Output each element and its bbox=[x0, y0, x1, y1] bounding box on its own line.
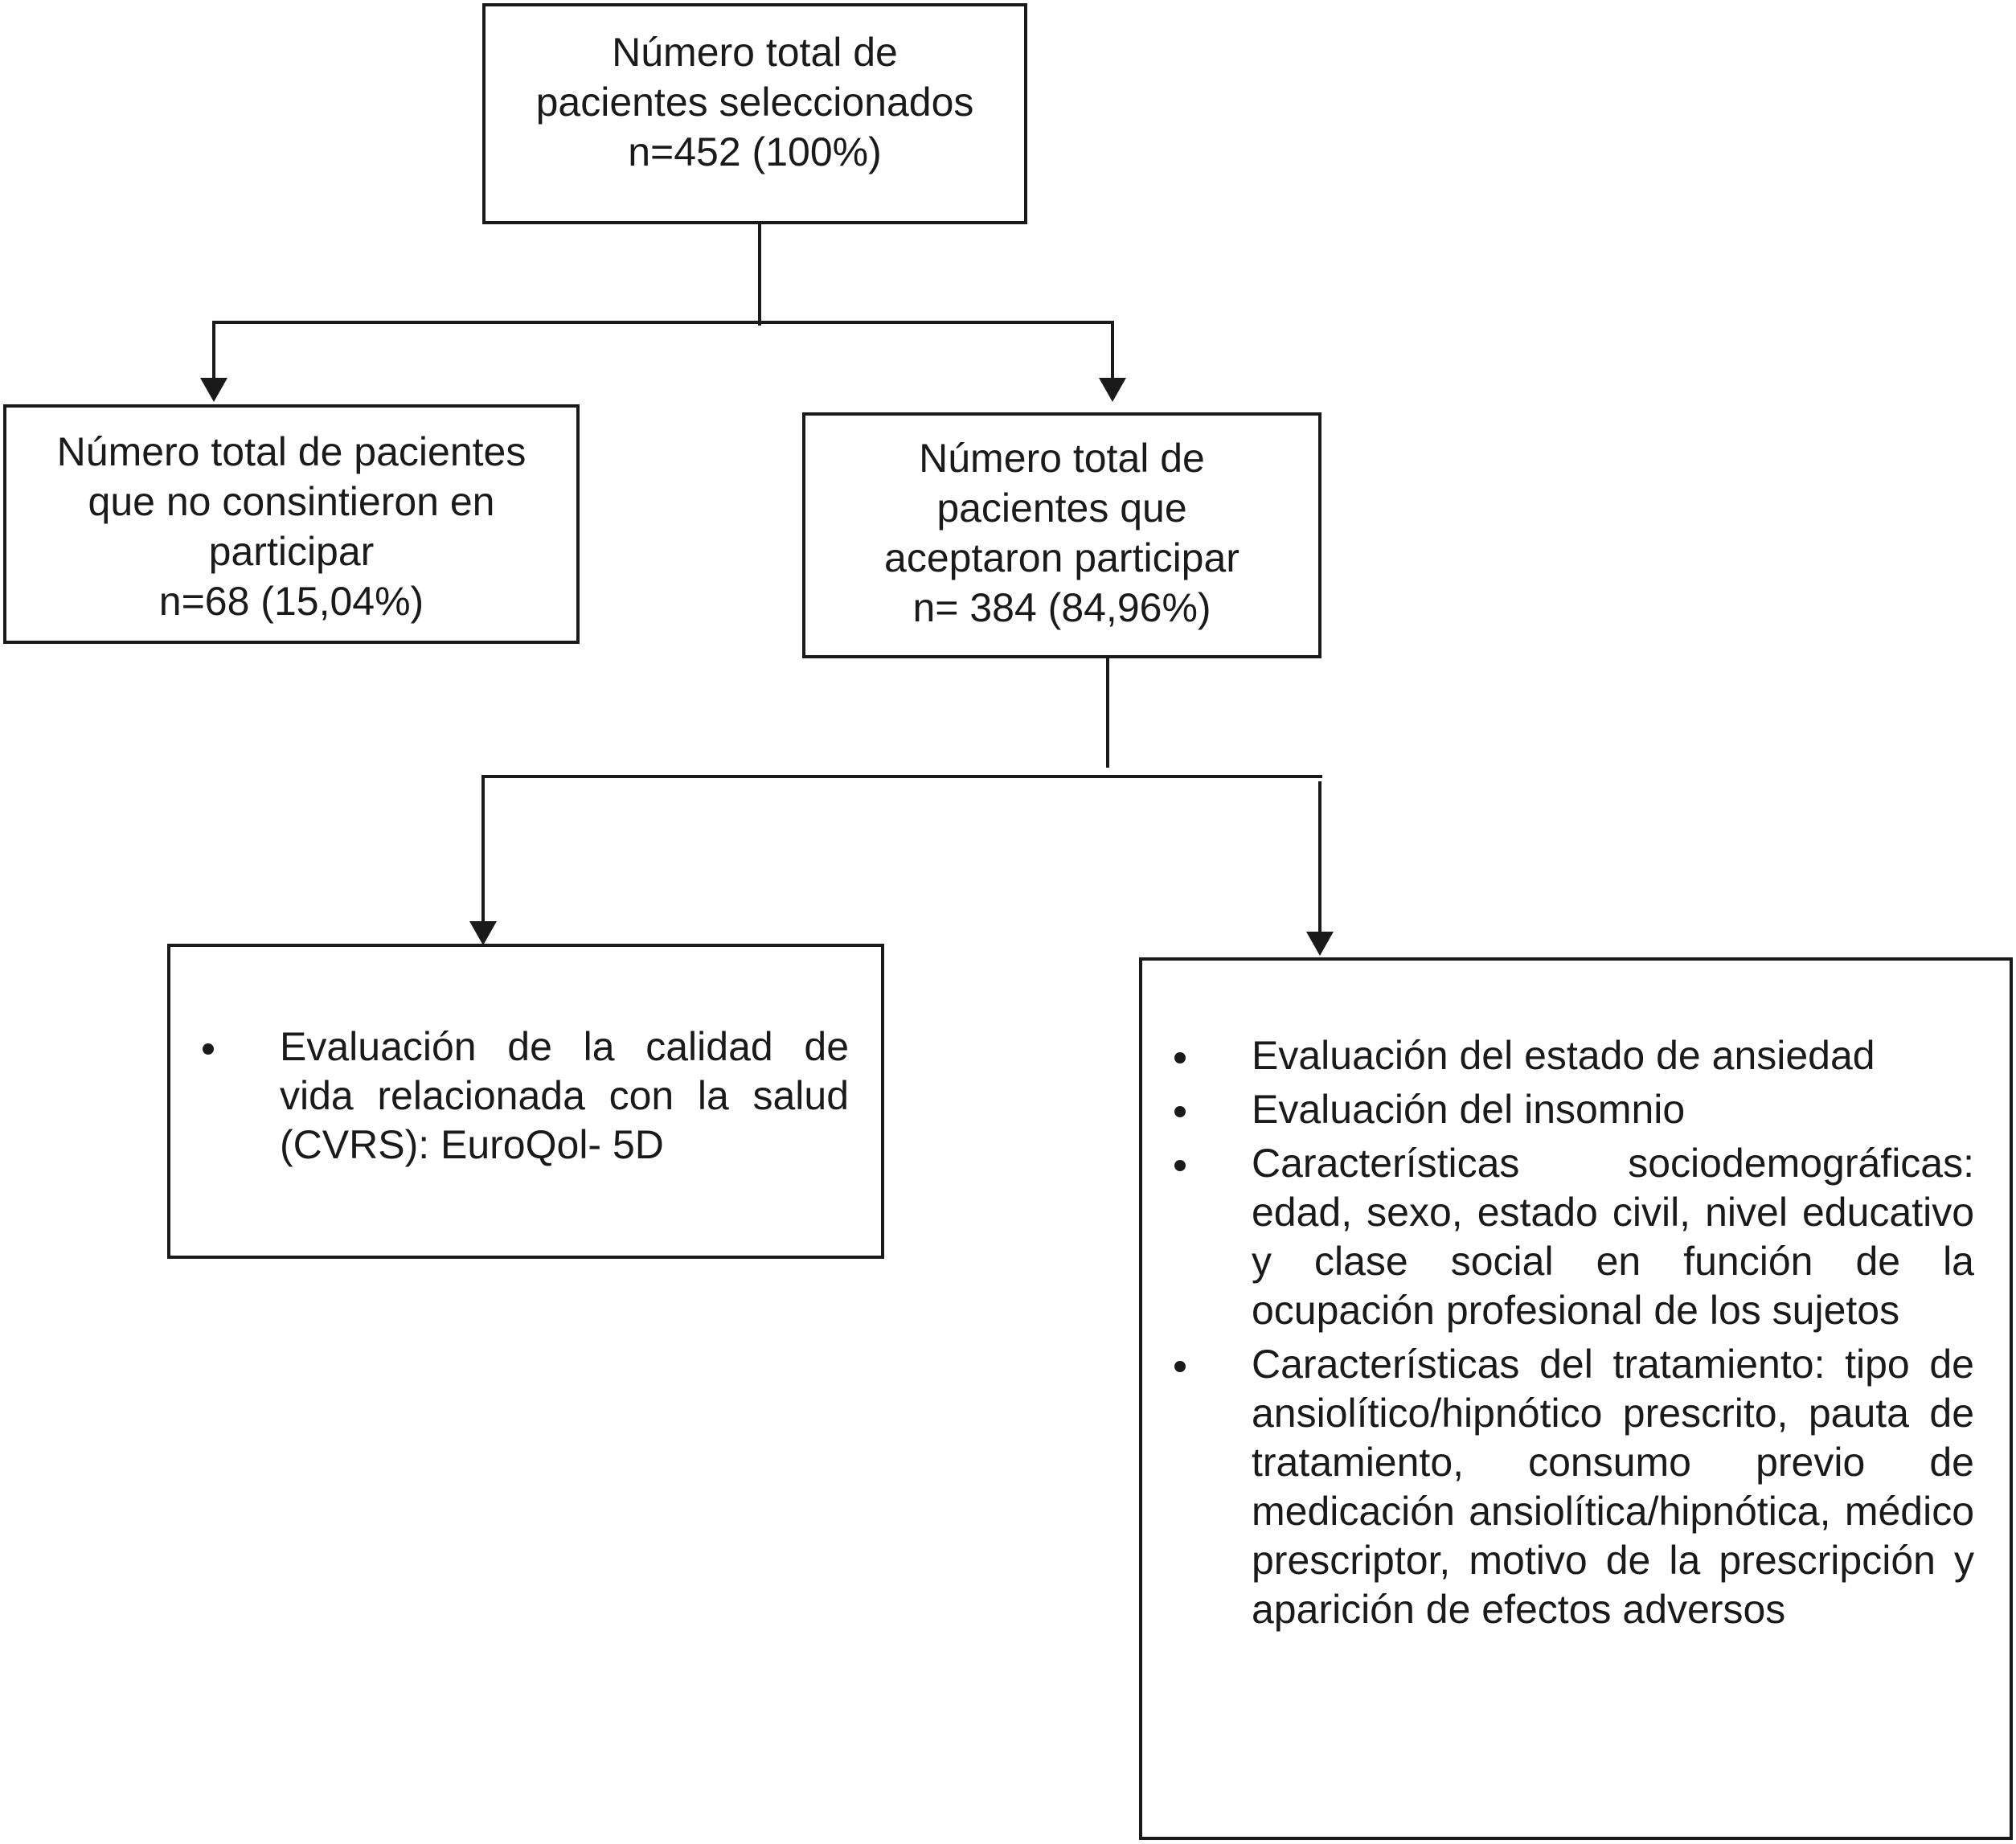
arrow-to-quality bbox=[469, 921, 497, 945]
assessment-item-text: Evaluación del insomnio bbox=[1252, 1087, 1686, 1132]
accepted-line-4: n= 384 (84,96%) bbox=[912, 585, 1211, 630]
assessments-list: Evaluación del estado de ansiedad Evalua… bbox=[1142, 1031, 1974, 1634]
accepted-line-3: aceptaron participar bbox=[884, 535, 1240, 580]
connector-to-assessments bbox=[1318, 781, 1321, 936]
declined-line-1: Número total de pacientes bbox=[56, 429, 527, 474]
arrow-to-declined bbox=[200, 378, 227, 402]
connector-to-quality bbox=[481, 775, 485, 924]
assessment-item-sociodemographic: Características sociodemográficas: edad,… bbox=[1142, 1139, 1974, 1335]
connector-split-bottom bbox=[481, 775, 1322, 778]
assessment-item-text: Características sociodemográficas: edad,… bbox=[1252, 1141, 1974, 1333]
declined-line-3: participar bbox=[208, 529, 375, 574]
total-line-2: pacientes seleccionados bbox=[535, 80, 974, 125]
accepted-line-2: pacientes que bbox=[936, 486, 1187, 531]
quality-list: Evaluación de la calidad de vida relacio… bbox=[170, 1022, 849, 1170]
connector-accepted-down bbox=[1106, 658, 1109, 768]
total-line-1: Número total de bbox=[612, 30, 898, 75]
assessment-item-text: Características del tratamiento: tipo de… bbox=[1252, 1342, 1974, 1632]
connector-to-accepted bbox=[1111, 321, 1114, 382]
box-accepted-patients: Número total de pacientes que aceptaron … bbox=[802, 412, 1321, 658]
connector-split-top bbox=[212, 321, 1114, 324]
total-line-3: n=452 (100%) bbox=[628, 129, 882, 174]
connector-total-down bbox=[758, 224, 761, 326]
arrow-to-assessments bbox=[1306, 932, 1334, 956]
arrow-to-accepted bbox=[1099, 378, 1126, 402]
assessment-item-treatment: Características del tratamiento: tipo de… bbox=[1142, 1340, 1974, 1634]
quality-item: Evaluación de la calidad de vida relacio… bbox=[170, 1022, 849, 1170]
declined-line-2: que no consintieron en bbox=[88, 479, 495, 524]
box-quality-of-life: Evaluación de la calidad de vida relacio… bbox=[167, 944, 884, 1259]
box-declined-patients: Número total de pacientes que no consint… bbox=[3, 404, 580, 644]
connector-to-declined bbox=[212, 321, 215, 382]
box-total-patients: Número total de pacientes seleccionados … bbox=[482, 3, 1027, 224]
accepted-line-1: Número total de bbox=[919, 436, 1205, 481]
assessment-item-insomnia: Evaluación del insomnio bbox=[1142, 1085, 1974, 1134]
quality-item-text: Evaluación de la calidad de vida relacio… bbox=[280, 1024, 849, 1167]
box-assessments: Evaluación del estado de ansiedad Evalua… bbox=[1139, 957, 2013, 1840]
declined-line-4: n=68 (15,04%) bbox=[158, 579, 424, 624]
assessment-item-text: Evaluación del estado de ansiedad bbox=[1252, 1033, 1875, 1078]
assessment-item-anxiety: Evaluación del estado de ansiedad bbox=[1142, 1031, 1974, 1080]
